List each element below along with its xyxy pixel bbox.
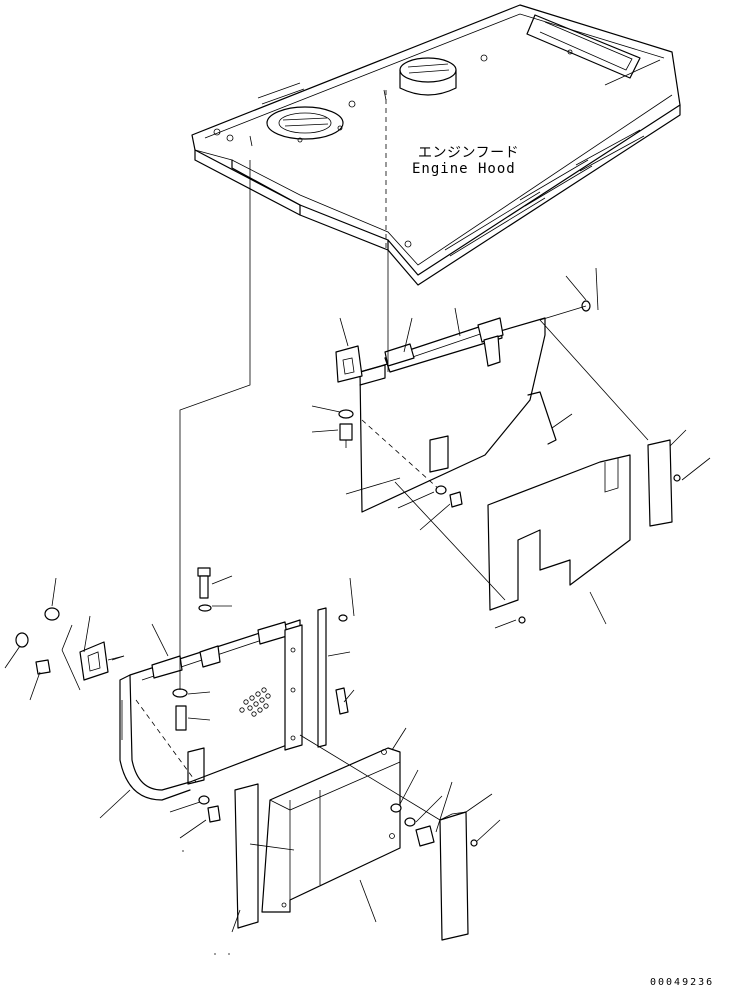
- engine-hood-label-ja: エンジンフード: [418, 145, 520, 161]
- engine-hood: [191, 4, 681, 286]
- drawing-number: 00049236: [650, 977, 715, 988]
- upper-cover-plate: [359, 317, 557, 513]
- lower-latch-bracket: [79, 641, 125, 681]
- upper-side-foam: [647, 439, 673, 527]
- lower-cover-plate: [119, 619, 301, 801]
- pin-rod: [539, 305, 587, 321]
- lower-bolt-top: [197, 567, 212, 612]
- small-bolt: [335, 687, 349, 715]
- lower-foam-left: [234, 783, 259, 929]
- lower-nut-washer: [198, 795, 221, 823]
- callout-leaders: [4, 267, 711, 933]
- upper-foam-pad: [487, 454, 631, 611]
- side-panel: [284, 624, 303, 751]
- lower-foam-right: [439, 811, 469, 941]
- engine-hood-label-en: Engine Hood: [412, 161, 516, 177]
- lower-bolt-mid: [172, 688, 188, 731]
- left-bracket-triangle: [61, 624, 81, 691]
- small-washer: [338, 614, 348, 622]
- upper-nut-washer: [435, 485, 463, 508]
- perforation-grid: [239, 687, 271, 717]
- upper-latch-bracket: [335, 345, 363, 383]
- alignment-lines: [121, 90, 649, 821]
- loose-pins: [111, 474, 681, 955]
- lower-shroud: [261, 747, 401, 913]
- knob-parts: [15, 607, 60, 675]
- lower-right-fasteners: [390, 803, 435, 847]
- upper-washer-bolt: [338, 409, 354, 448]
- vertical-seal-strip: [317, 607, 327, 748]
